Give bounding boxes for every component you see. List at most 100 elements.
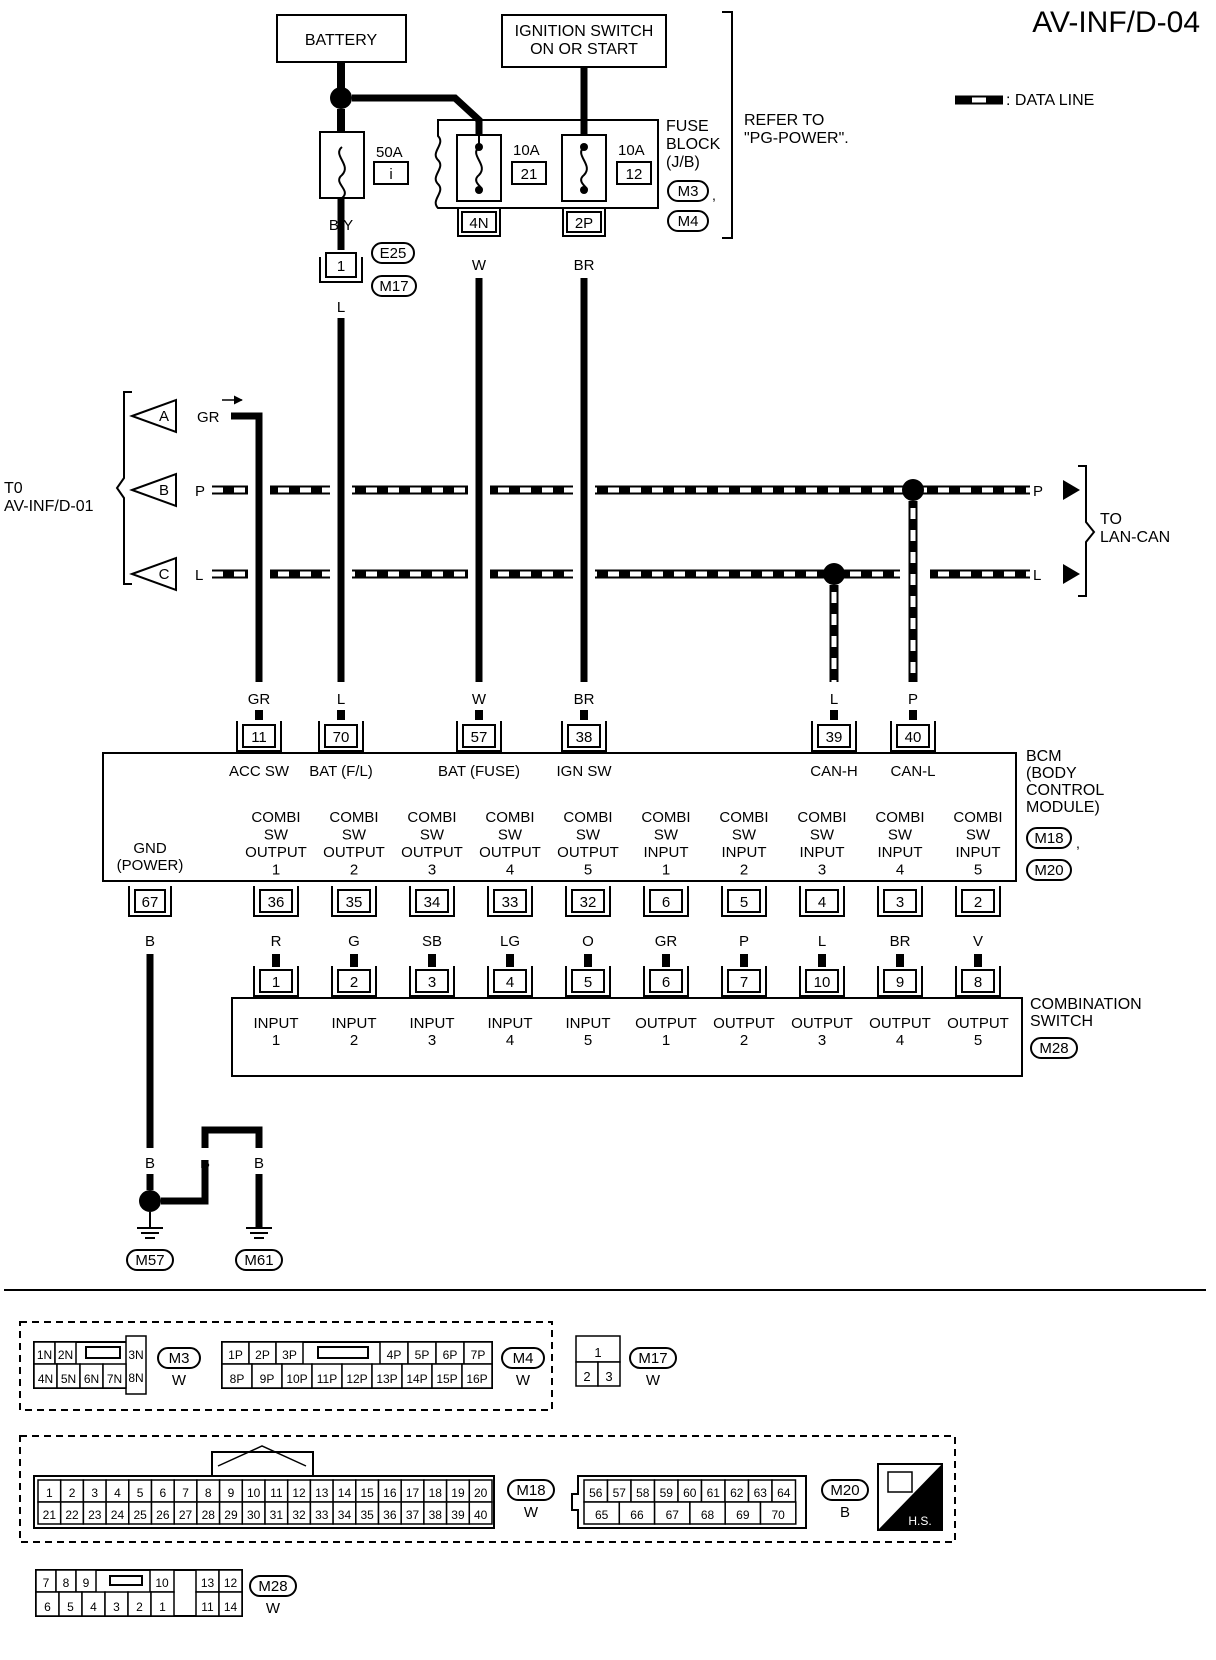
bcm-combi-wire-2: G bbox=[348, 933, 360, 950]
bcm-combi-wire-3: SB bbox=[422, 933, 442, 950]
bcm-name-4: MODULE) bbox=[1026, 799, 1100, 816]
cs-pin-label-10-b: 5 bbox=[974, 1032, 982, 1049]
m18-color: W bbox=[524, 1504, 539, 1521]
connector-e25-badge bbox=[371, 242, 415, 264]
m18-r1-17: 18 bbox=[429, 1486, 443, 1500]
m4-r2-5: 13P bbox=[376, 1372, 397, 1386]
bcm-combi-wire-6: GR bbox=[655, 933, 678, 950]
m28-r1c-1: 12 bbox=[224, 1576, 238, 1590]
cs-pin-label-4-a: INPUT bbox=[488, 1015, 533, 1032]
ground-m61-badge bbox=[235, 1249, 283, 1271]
fuse-block-m3-badge bbox=[667, 180, 709, 202]
bcm-combi-10-l1: COMBI bbox=[953, 809, 1002, 826]
m28-r1a-0: 7 bbox=[43, 1576, 50, 1590]
fuse-block-m4-badge bbox=[667, 210, 709, 232]
bcm-top-pin-4-box bbox=[817, 724, 851, 748]
cs-pin-1-box bbox=[259, 969, 293, 993]
m3-3n: 3N bbox=[128, 1348, 143, 1362]
m28-color: W bbox=[266, 1600, 281, 1617]
m18-label: M18 bbox=[516, 1482, 545, 1499]
hs-symbol-fill bbox=[878, 1464, 942, 1530]
bcm-top-pin-3: 38 bbox=[576, 729, 593, 746]
bcm-top-wire-label-0: GR bbox=[248, 691, 271, 708]
fuse-10a-12-id-box bbox=[616, 161, 652, 185]
m20-r2-3: 68 bbox=[701, 1508, 715, 1522]
bcm-top-pin-5-box bbox=[896, 724, 930, 748]
bcm-top-stub-4 bbox=[830, 710, 838, 720]
m18-r1-1: 2 bbox=[69, 1486, 76, 1500]
bcm-combi-3-l1: COMBI bbox=[407, 809, 456, 826]
cs-pin-6-box bbox=[649, 969, 683, 993]
bcm-m20-badge bbox=[1026, 859, 1072, 881]
wire-label-b-4: B bbox=[254, 1155, 264, 1172]
bcm-combi-pin-8: 4 bbox=[818, 894, 826, 911]
fuse-10a-12-rating: 10A bbox=[618, 142, 645, 159]
m3-r2-2: 6N bbox=[84, 1372, 99, 1386]
right-ref-bracket bbox=[1078, 465, 1096, 597]
bcm-combi-7-l4: 2 bbox=[740, 862, 748, 879]
cs-pin-8-bracket bbox=[799, 966, 845, 997]
cs-pin-label-5-a: INPUT bbox=[566, 1015, 611, 1032]
fuse-10a-12 bbox=[561, 134, 607, 202]
fuse-50a-link bbox=[338, 146, 346, 199]
m28-r2a-3: 3 bbox=[113, 1600, 120, 1614]
bcm-top-pin-2-bracket bbox=[456, 721, 502, 752]
m28-r1c-0: 13 bbox=[201, 1576, 215, 1590]
bcm-combi-1-l3: OUTPUT bbox=[245, 844, 307, 861]
m20-r1-6: 62 bbox=[730, 1486, 744, 1500]
terminal-2p: 2P bbox=[575, 215, 593, 232]
m4-r1b-1: 5P bbox=[415, 1348, 430, 1362]
m20-r1-4: 60 bbox=[683, 1486, 697, 1500]
ground-symbol-m57 bbox=[137, 1227, 163, 1239]
cs-pin-4: 4 bbox=[506, 974, 514, 991]
cs-pin-label-1-a: INPUT bbox=[254, 1015, 299, 1032]
bcm-combi-pin-9: 3 bbox=[896, 894, 904, 911]
combi-wire-stub-2 bbox=[350, 954, 358, 967]
cs-pin-label-6-a: OUTPUT bbox=[635, 1015, 697, 1032]
cs-pin-label-3-a: INPUT bbox=[410, 1015, 455, 1032]
m18-r2-9: 30 bbox=[247, 1508, 261, 1522]
bcm-combi-pin-5: 32 bbox=[580, 894, 597, 911]
bcm-combi-3-l4: 3 bbox=[428, 862, 436, 879]
bcm-top-stub-2 bbox=[475, 710, 483, 720]
m20-r2-1: 66 bbox=[630, 1508, 644, 1522]
wire-gr bbox=[231, 412, 263, 682]
m18-r2-14: 35 bbox=[360, 1508, 374, 1522]
m28-r2a-4: 2 bbox=[136, 1600, 143, 1614]
m18-r2-19: 40 bbox=[474, 1508, 488, 1522]
m28-r2a-5: 1 bbox=[159, 1600, 166, 1614]
m20-r1-7: 63 bbox=[754, 1486, 768, 1500]
bcm-combi-1-l1: COMBI bbox=[251, 809, 300, 826]
ground-m57-label: M57 bbox=[135, 1252, 164, 1269]
cs-pin-label-8-a: OUTPUT bbox=[791, 1015, 853, 1032]
m20-r2-5: 70 bbox=[771, 1508, 785, 1522]
m18-r1-15: 16 bbox=[383, 1486, 397, 1500]
m3-color: W bbox=[172, 1372, 187, 1389]
fuse-10a-12-id: 12 bbox=[626, 166, 643, 183]
cs-pin-2-box bbox=[337, 969, 371, 993]
m18-r2-2: 23 bbox=[88, 1508, 102, 1522]
ignition-switch-label-2: ON OR START bbox=[530, 41, 638, 58]
bcm-name-1: BCM bbox=[1026, 748, 1062, 765]
m3-2n: 2N bbox=[58, 1348, 73, 1362]
m4-r2-6: 14P bbox=[406, 1372, 427, 1386]
cs-pin-10: 8 bbox=[974, 974, 982, 991]
combination-switch-name-1: COMBINATION bbox=[1030, 996, 1142, 1013]
connector-e25-label: E25 bbox=[380, 245, 407, 262]
connector-1-bracket bbox=[319, 257, 363, 283]
m18-r2-13: 34 bbox=[338, 1508, 352, 1522]
m18-r2-6: 27 bbox=[179, 1508, 193, 1522]
cs-pin-label-4-b: 4 bbox=[506, 1032, 514, 1049]
m18-r2-8: 29 bbox=[224, 1508, 238, 1522]
bcm-combi-2-l1: COMBI bbox=[329, 809, 378, 826]
bcm-combi-pin-8-box bbox=[805, 889, 839, 913]
m18-r1-0: 1 bbox=[46, 1486, 53, 1500]
m20-r2-5-cell bbox=[759, 1501, 797, 1525]
fuse-10a-21-id-box bbox=[511, 161, 547, 185]
m4-r2-5-cell bbox=[371, 1363, 403, 1389]
bcm-name-3: CONTROL bbox=[1026, 782, 1104, 799]
ground-branch bbox=[161, 1126, 263, 1205]
m4-r1a-1: 2P bbox=[255, 1348, 270, 1362]
bcm-top-pin-1-box bbox=[324, 724, 358, 748]
